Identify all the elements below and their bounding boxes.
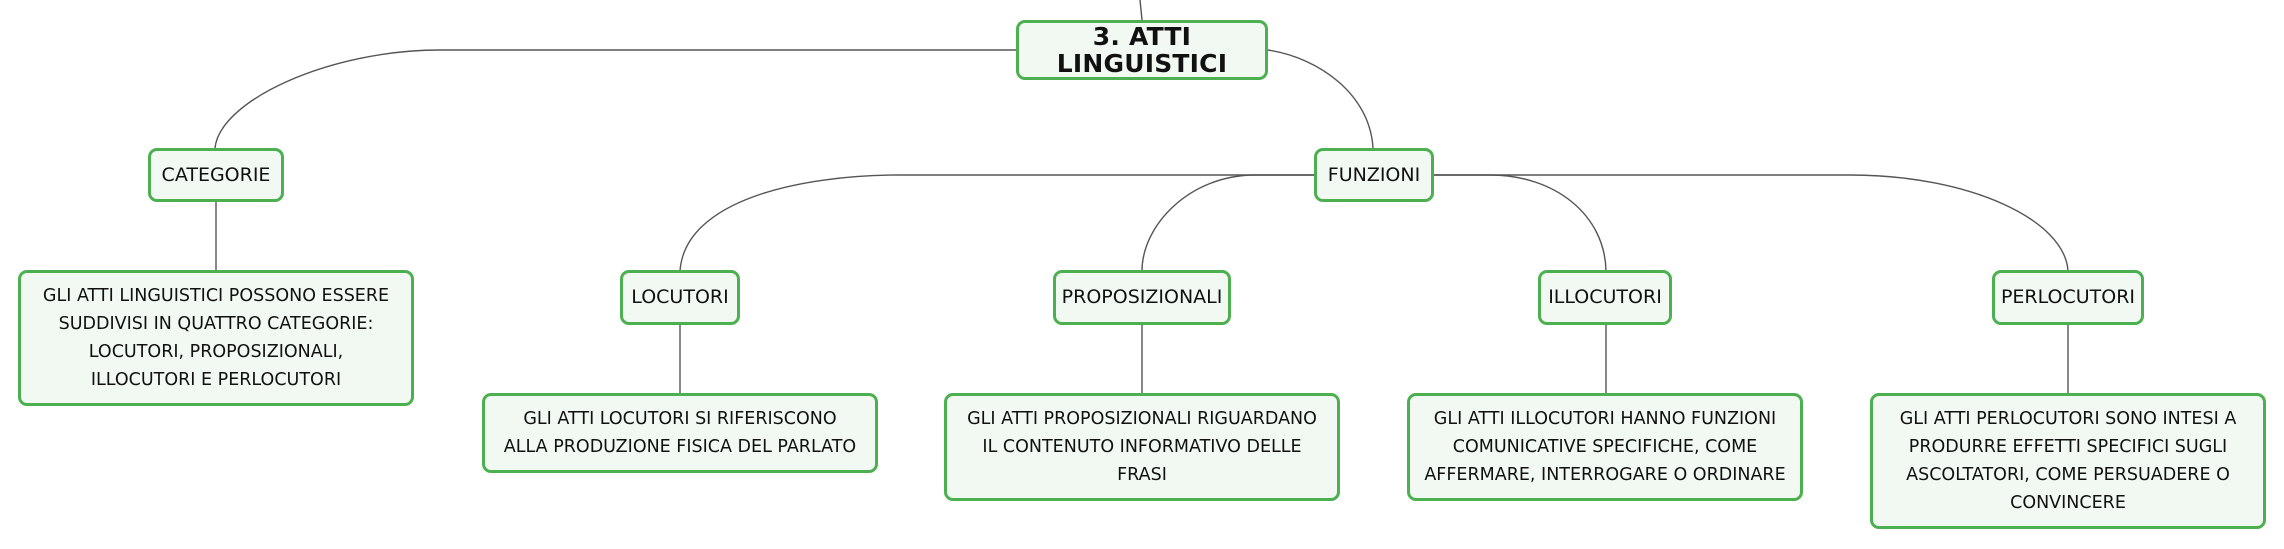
connector-funzioni-perlocutori bbox=[1432, 174, 2069, 272]
categorie-description-text: GLI ATTI LINGUISTICI POSSONO ESSERE SUDD… bbox=[42, 286, 390, 390]
connector-root-parent bbox=[1139, 0, 1143, 21]
topic-proposizionali[interactable]: PROPOSIZIONALI bbox=[1053, 270, 1231, 325]
connector-funzioni-proposizionali bbox=[1141, 174, 1315, 272]
connector-root-categorie bbox=[214, 49, 1017, 149]
topic-illocutori-label: ILLOCUTORI bbox=[1548, 286, 1662, 308]
topic-categorie-description[interactable]: GLI ATTI LINGUISTICI POSSONO ESSERE SUDD… bbox=[18, 270, 414, 406]
topic-locutori-label: LOCUTORI bbox=[631, 286, 729, 308]
root-topic-label: 3. ATTI LINGUISTICI bbox=[1056, 22, 1228, 78]
topic-perlocutori-description[interactable]: GLI ATTI PERLOCUTORI SONO INTESI A PRODU… bbox=[1870, 393, 2266, 529]
topic-funzioni[interactable]: FUNZIONI bbox=[1314, 148, 1434, 202]
topic-perlocutori[interactable]: PERLOCUTORI bbox=[1992, 270, 2144, 325]
topic-perlocutori-label: PERLOCUTORI bbox=[2000, 286, 2136, 308]
perlocutori-description-text: GLI ATTI PERLOCUTORI SONO INTESI A PRODU… bbox=[1899, 409, 2237, 513]
topic-categorie[interactable]: CATEGORIE bbox=[148, 148, 284, 202]
locutori-description-text: GLI ATTI LOCUTORI SI RIFERISCONO ALLA PR… bbox=[503, 409, 857, 457]
connector-funzioni-illocutori bbox=[1432, 174, 1607, 272]
topic-proposizionali-label: PROPOSIZIONALI bbox=[1061, 286, 1223, 308]
topic-illocutori[interactable]: ILLOCUTORI bbox=[1538, 270, 1672, 325]
connector-root-funzioni bbox=[1267, 49, 1374, 149]
root-topic[interactable]: 3. ATTI LINGUISTICI bbox=[1016, 20, 1268, 80]
topic-illocutori-description[interactable]: GLI ATTI ILLOCUTORI HANNO FUNZIONI COMUN… bbox=[1407, 393, 1803, 501]
topic-locutori-description[interactable]: GLI ATTI LOCUTORI SI RIFERISCONO ALLA PR… bbox=[482, 393, 878, 473]
topic-funzioni-label: FUNZIONI bbox=[1327, 163, 1421, 186]
topic-proposizionali-description[interactable]: GLI ATTI PROPOSIZIONALI RIGUARDANO IL CO… bbox=[944, 393, 1340, 501]
connector-funzioni-locutori bbox=[679, 174, 1315, 272]
topic-locutori[interactable]: LOCUTORI bbox=[620, 270, 740, 325]
illocutori-description-text: GLI ATTI ILLOCUTORI HANNO FUNZIONI COMUN… bbox=[1424, 409, 1786, 485]
proposizionali-description-text: GLI ATTI PROPOSIZIONALI RIGUARDANO IL CO… bbox=[967, 409, 1317, 485]
topic-categorie-label: CATEGORIE bbox=[161, 163, 271, 186]
